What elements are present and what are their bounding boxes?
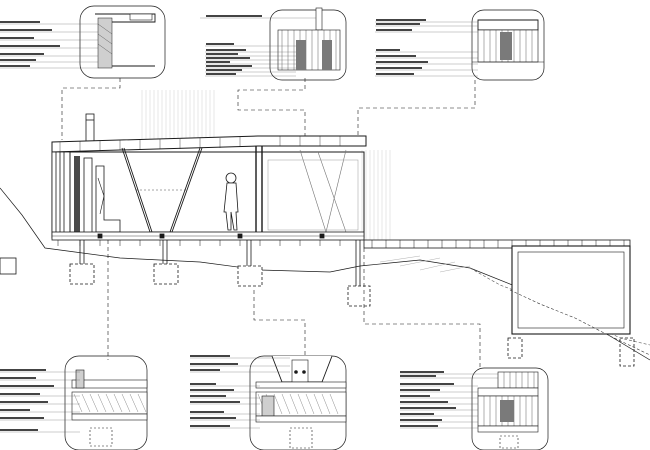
- detail-top-center: [200, 7, 347, 81]
- roof-joists: [59, 136, 341, 152]
- roof-outline: [51, 135, 367, 153]
- timber-screen-hatch: [141, 90, 391, 240]
- detail-bottom-left-callouts: [0, 371, 80, 433]
- terrain-overlay: [509, 289, 650, 356]
- detail-leaders: [61, 78, 481, 368]
- right-room-window: [267, 159, 359, 231]
- detail-bottom-left: [0, 355, 148, 450]
- cross-braces: [121, 147, 347, 233]
- detail-bottom-right: [400, 367, 549, 450]
- rock-hatch: [379, 255, 471, 273]
- floor-structure: [51, 231, 365, 246]
- left-wall: [51, 151, 80, 239]
- main-section: [0, 90, 650, 367]
- detail-bottom-right-callouts: [400, 373, 498, 429]
- chimney: [85, 113, 95, 145]
- detail-top-left: [0, 5, 166, 79]
- detail-top-center-callouts: [200, 17, 316, 77]
- walkway-deck: [363, 239, 631, 249]
- detail-top-right-callouts: [375, 21, 478, 77]
- foundation-piles: [69, 240, 371, 307]
- detail-bottom-center: [190, 355, 347, 450]
- detail-top-right: [375, 9, 545, 81]
- detail-top-left-labels: [0, 21, 60, 67]
- standing-person-figure: [223, 172, 239, 231]
- concrete-box: [507, 245, 635, 367]
- built-in-furniture: [95, 165, 121, 233]
- terrain-dashed-line: [469, 267, 650, 346]
- left-edge-box: [0, 257, 17, 275]
- detail-top-left-callouts: [0, 23, 98, 69]
- detail-bottom-center-callouts: [190, 357, 290, 429]
